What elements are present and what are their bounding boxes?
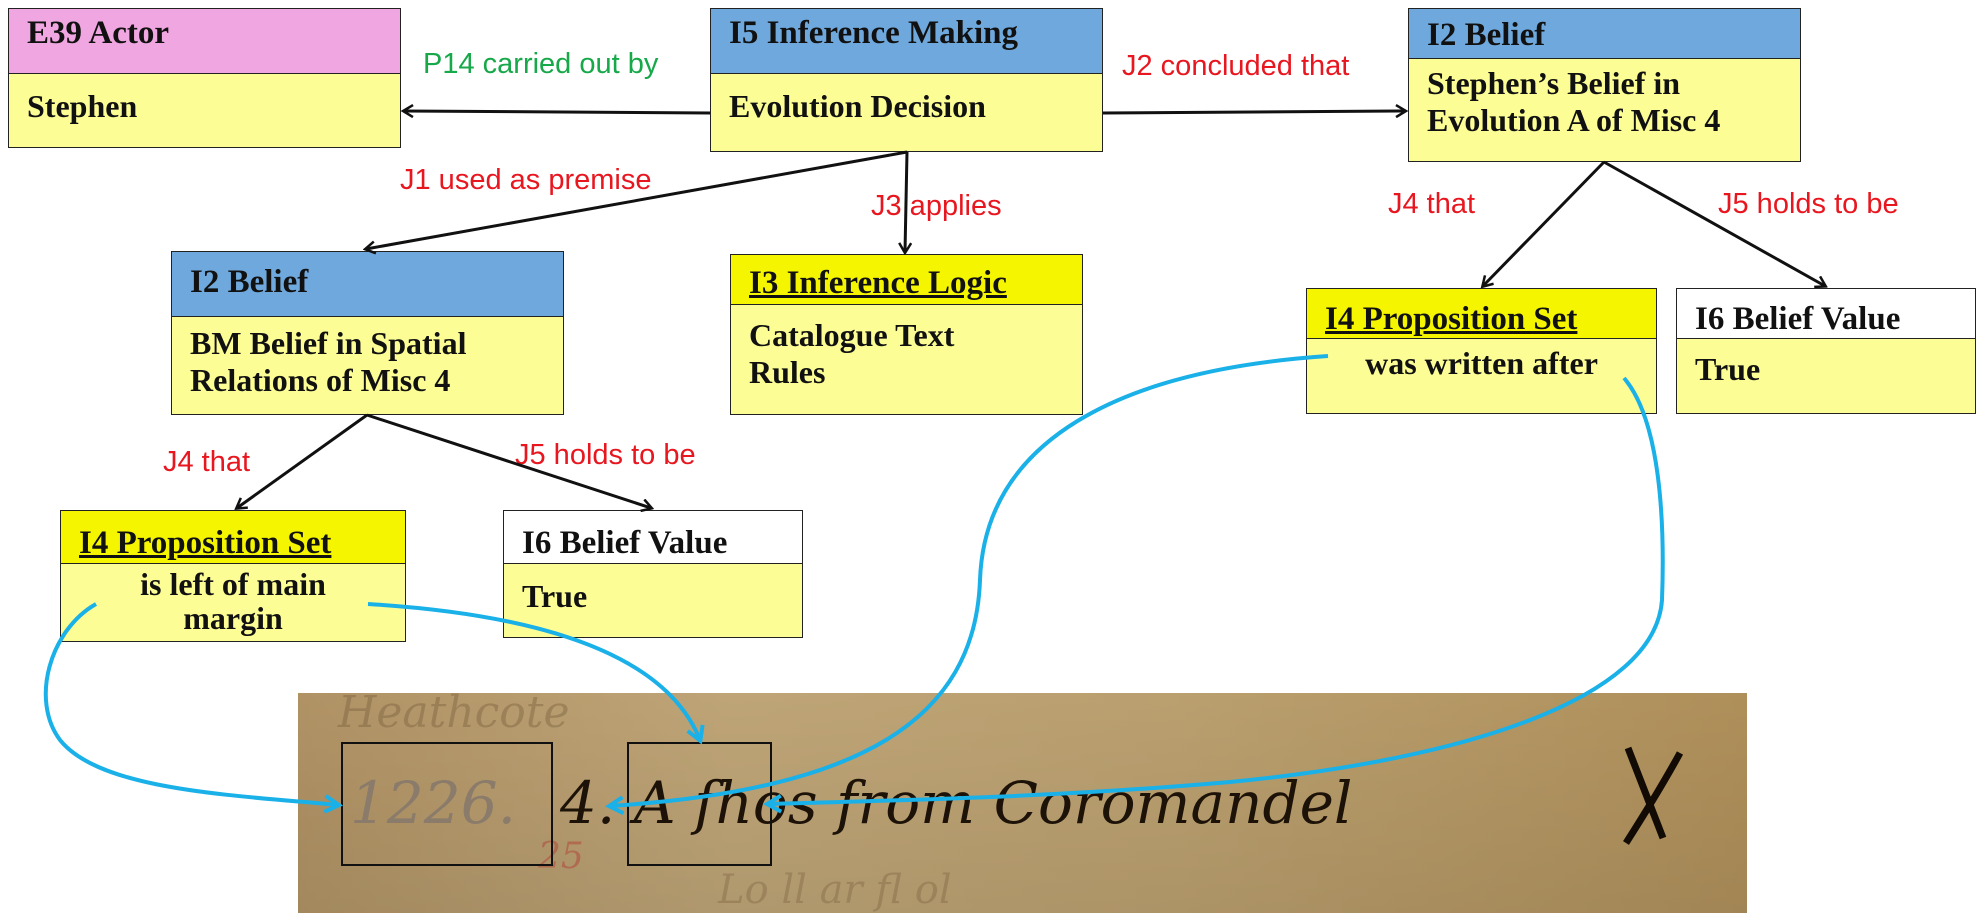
arrow-p14	[404, 111, 711, 113]
value-right-header: I6 Belief Value	[1677, 289, 1975, 339]
belief-left-body-line1: BM Belief in Spatial	[190, 325, 467, 361]
logic-body-line2: Rules	[749, 353, 826, 390]
logic-header-text: I3 Inference Logic	[749, 265, 1007, 301]
edge-label-j2: J2 concluded that	[1122, 50, 1350, 82]
prop-right-header: I4 Proposition Set	[1307, 289, 1656, 339]
inference-node: I5 Inference Making Evolution Decision	[710, 8, 1103, 152]
belief-top-header: I2 Belief	[1409, 9, 1800, 59]
value-left-header: I6 Belief Value	[504, 511, 802, 564]
arrow-j5-right	[1603, 160, 1825, 286]
manuscript-drawing: Heathcote Lo ll ar fl ol 1226. 4. A fhos…	[298, 693, 1747, 913]
inference-header: I5 Inference Making	[711, 9, 1102, 74]
edge-label-j1: J1 used as premise	[400, 164, 652, 196]
actor-header: E39 Actor	[9, 9, 400, 74]
prop-left-header: I4 Proposition Set	[61, 511, 405, 564]
prop-left-body: is left of main margin	[61, 564, 405, 643]
belief-left-node: I2 Belief BM Belief in Spatial Relations…	[171, 251, 564, 415]
manuscript-handwriting: 4. A fhos from Coromandel	[559, 769, 1352, 837]
prop-left-node: I4 Proposition Set is left of main margi…	[60, 510, 406, 642]
bleed-through-bottom: Lo ll ar fl ol	[717, 867, 952, 913]
edge-label-j5-right: J5 holds to be	[1718, 188, 1899, 220]
belief-left-body-line2: Relations of Misc 4	[190, 361, 451, 398]
logic-body: Catalogue Text Rules	[731, 305, 1082, 399]
manuscript-image: Heathcote Lo ll ar fl ol 1226. 4. A fhos…	[298, 693, 1747, 913]
belief-top-node: I2 Belief Stephen’s Belief in Evolution …	[1408, 8, 1801, 162]
prop-left-header-text: I4 Proposition Set	[79, 525, 332, 561]
prop-right-body: was written after	[1365, 345, 1598, 381]
actor-body: Stephen	[27, 88, 138, 124]
value-left-node: I6 Belief Value True	[503, 510, 803, 638]
value-right-node: I6 Belief Value True	[1676, 288, 1976, 414]
prop-left-body-line1: is left of main	[140, 566, 326, 602]
logic-header: I3 Inference Logic	[731, 255, 1082, 305]
edge-label-j4-left: J4 that	[163, 446, 251, 478]
actor-node: E39 Actor Stephen	[8, 8, 401, 148]
edge-label-j5-left: J5 holds to be	[515, 439, 696, 471]
bleed-through-top: Heathcote	[337, 693, 570, 738]
value-right-body: True	[1695, 351, 1761, 387]
belief-top-body: Stephen’s Belief in Evolution A of Misc …	[1409, 59, 1800, 147]
belief-top-body-line1: Stephen’s Belief in	[1427, 65, 1681, 101]
logic-node: I3 Inference Logic Catalogue Text Rules	[730, 254, 1083, 415]
inference-body: Evolution Decision	[729, 88, 986, 124]
logic-body-line1: Catalogue Text	[749, 317, 955, 353]
edge-label-j4-right: J4 that	[1388, 188, 1476, 220]
prop-left-body-line2: margin	[183, 599, 283, 636]
belief-left-header: I2 Belief	[172, 252, 563, 317]
belief-top-body-line2: Evolution A of Misc 4	[1427, 101, 1721, 138]
prop-right-header-text: I4 Proposition Set	[1325, 301, 1578, 337]
manuscript-number: 1226.	[350, 769, 516, 837]
arrow-j4-right	[1483, 160, 1606, 286]
arrow-j2	[1102, 111, 1405, 113]
belief-left-body: BM Belief in Spatial Relations of Misc 4	[172, 317, 563, 407]
edge-label-p14: P14 carried out by	[423, 48, 659, 80]
value-left-body: True	[522, 578, 588, 614]
prop-right-node: I4 Proposition Set was written after	[1306, 288, 1657, 414]
manuscript-small-number: 25	[537, 836, 584, 877]
edge-label-j3: J3 applies	[871, 190, 1002, 222]
arrow-j4-left	[237, 413, 368, 508]
